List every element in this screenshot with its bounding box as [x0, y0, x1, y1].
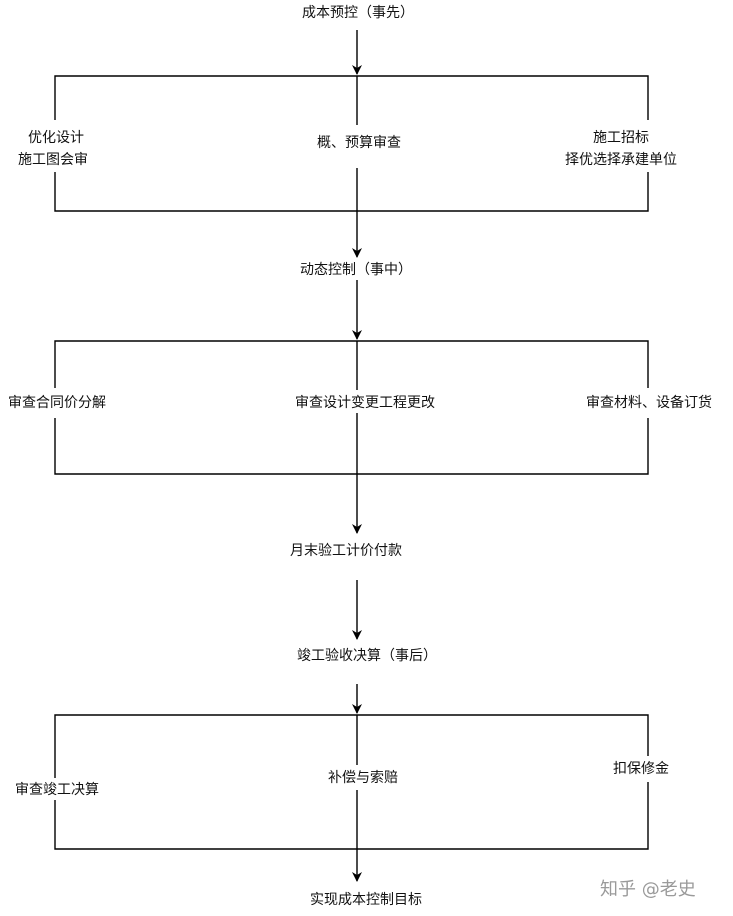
monthly-payment-node: 月末验工计价付款 — [290, 543, 402, 559]
mid-right-node: 审查材料、设备订货 — [586, 395, 712, 411]
post-middle-node: 补偿与索赔 — [328, 770, 398, 786]
pre-control-title: 成本预控（事先） — [302, 5, 414, 21]
post-right-node: 扣保修金 — [613, 761, 669, 777]
pre-left-line-2: 施工图会审 — [18, 152, 88, 168]
pre-right-line-1: 施工招标 — [593, 130, 649, 146]
post-left-node: 审查竣工决算 — [15, 782, 99, 798]
pre-middle-node: 概、预算审查 — [317, 135, 401, 151]
pre-left-node: 优化设计 施工图会审 — [18, 127, 88, 171]
bracket-mid-bottom — [54, 418, 649, 475]
mid-control-title: 动态控制（事中） — [300, 262, 412, 278]
post-control-title: 竣工验收决算（事后） — [297, 648, 437, 664]
bracket-pre — [54, 75, 649, 120]
goal-node: 实现成本控制目标 — [310, 892, 422, 908]
mid-left-node: 审查合同价分解 — [8, 395, 106, 411]
mid-middle-node: 审查设计变更工程更改 — [295, 395, 435, 411]
watermark: 知乎 @老史 — [600, 879, 696, 900]
bracket-mid — [54, 340, 649, 388]
bracket-post-bottom — [54, 782, 649, 850]
bracket-post — [54, 714, 649, 778]
pre-left-line-1: 优化设计 — [28, 130, 84, 146]
pre-right-line-2: 择优选择承建单位 — [565, 152, 677, 168]
pre-right-node: 施工招标 择优选择承建单位 — [565, 127, 677, 171]
bracket-pre-bottom — [54, 172, 649, 212]
